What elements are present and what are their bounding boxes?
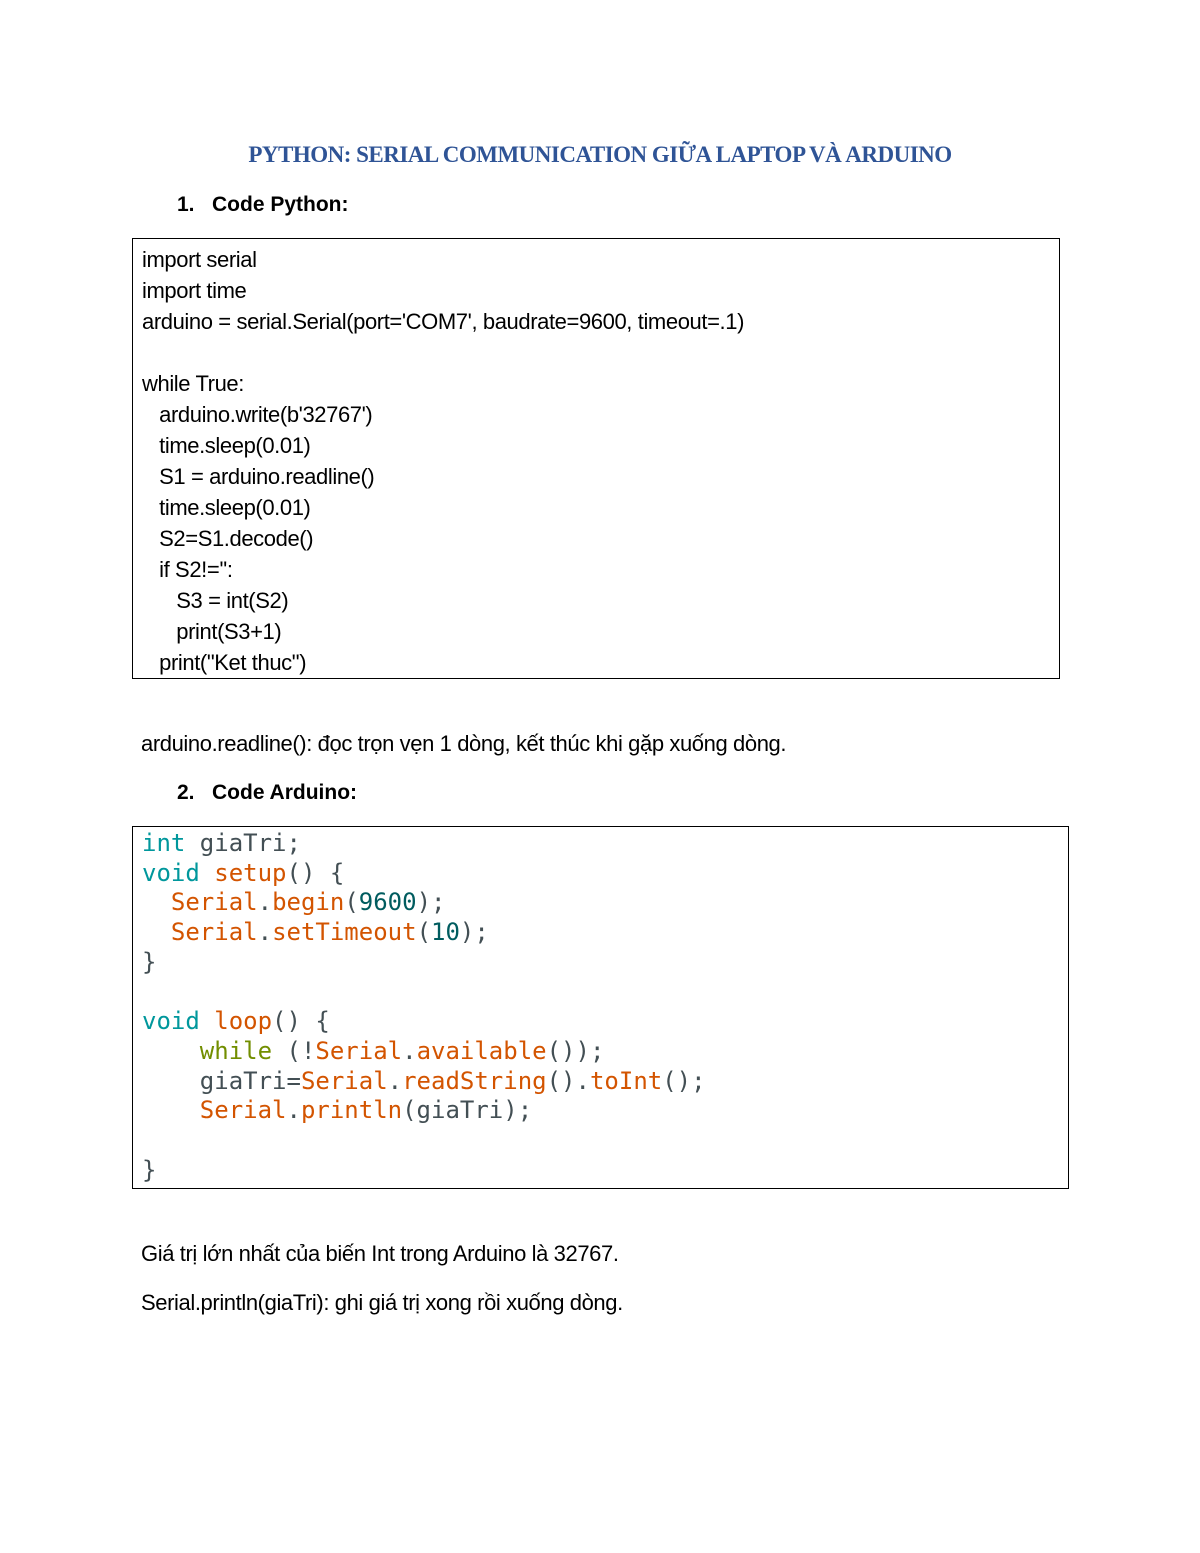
code-line: void setup() { bbox=[142, 859, 1068, 889]
code-token: ( bbox=[344, 888, 359, 917]
code-line: void loop() { bbox=[142, 1007, 1068, 1037]
code-token: readString bbox=[402, 1066, 547, 1095]
code-token: void bbox=[142, 1007, 200, 1036]
code-token: loop bbox=[214, 1007, 273, 1036]
code-line: int giaTri; bbox=[142, 829, 1068, 859]
section-heading-python: 1. Code Python: bbox=[177, 193, 349, 217]
code-token: setup bbox=[214, 858, 287, 887]
code-token: ()); bbox=[546, 1036, 605, 1065]
code-line: while (!Serial.available()); bbox=[142, 1037, 1068, 1067]
code-token: while bbox=[199, 1036, 273, 1065]
code-line: giaTri=Serial.readString().toInt(); bbox=[142, 1067, 1068, 1097]
code-token: (); bbox=[662, 1066, 706, 1095]
code-token: ( bbox=[416, 918, 432, 947]
code-line: arduino = serial.Serial(port='COM7', bau… bbox=[142, 309, 744, 334]
code-token: toInt bbox=[589, 1066, 663, 1095]
code-token: } bbox=[142, 947, 157, 976]
code-token: setTimeout bbox=[272, 918, 417, 947]
code-token: . bbox=[286, 1096, 301, 1125]
code-token: . bbox=[387, 1066, 403, 1095]
code-token: . bbox=[257, 888, 273, 917]
code-line: time.sleep(0.01) bbox=[142, 433, 311, 458]
code-line: while True: bbox=[142, 371, 244, 396]
code-token: Serial bbox=[300, 1066, 388, 1095]
document-title: PYTHON: SERIAL COMMUNICATION GIỮA LAPTOP… bbox=[248, 142, 952, 167]
code-line: print("Ket thuc") bbox=[142, 650, 307, 675]
section-label: Code Python: bbox=[212, 193, 349, 216]
code-token bbox=[142, 888, 171, 916]
section-heading-arduino: 2. Code Arduino: bbox=[177, 781, 357, 805]
code-token: ); bbox=[416, 888, 446, 917]
code-line bbox=[142, 1126, 1068, 1156]
section-number: 2. bbox=[177, 781, 195, 804]
section-label: Code Arduino: bbox=[212, 781, 358, 804]
code-token: void bbox=[142, 858, 200, 887]
code-line: if S2!='': bbox=[142, 557, 233, 582]
code-token: . bbox=[257, 918, 273, 947]
code-token: (! bbox=[272, 1036, 316, 1065]
code-line: print(S3+1) bbox=[142, 619, 282, 644]
code-line: Serial.begin(9600); bbox=[142, 888, 1068, 918]
code-token: println bbox=[300, 1096, 403, 1125]
code-token bbox=[200, 859, 214, 887]
code-token: giaTri; bbox=[185, 829, 301, 857]
code-token bbox=[142, 918, 171, 946]
int-max-note: Giá trị lớn nhất của biến Int trong Ardu… bbox=[141, 1241, 619, 1266]
code-token: (giaTri); bbox=[402, 1096, 533, 1125]
arduino-code-box: int giaTri;void setup() { Serial.begin(9… bbox=[132, 826, 1069, 1189]
code-token: 9600 bbox=[358, 888, 417, 917]
code-token bbox=[142, 1096, 200, 1124]
code-token: ); bbox=[459, 918, 489, 947]
code-token: . bbox=[402, 1036, 417, 1065]
code-line: import time bbox=[142, 278, 247, 303]
code-line: } bbox=[142, 1156, 1068, 1186]
code-token: Serial bbox=[199, 1096, 287, 1125]
code-line bbox=[142, 337, 1059, 368]
code-token bbox=[200, 1007, 214, 1035]
code-line: } bbox=[142, 948, 1068, 978]
code-line: S3 = int(S2) bbox=[142, 588, 289, 613]
readline-note: arduino.readline(): đọc trọn vẹn 1 dòng,… bbox=[141, 731, 787, 756]
println-note: Serial.println(giaTri): ghi giá trị xong… bbox=[141, 1290, 623, 1315]
code-line: S2=S1.decode() bbox=[142, 526, 314, 551]
code-token bbox=[142, 1037, 200, 1065]
code-token: Serial bbox=[315, 1036, 403, 1065]
code-token: 10 bbox=[431, 918, 460, 947]
section-number: 1. bbox=[177, 193, 195, 216]
code-token: () { bbox=[286, 858, 345, 887]
code-line: time.sleep(0.01) bbox=[142, 495, 311, 520]
code-token: Serial bbox=[170, 918, 258, 947]
code-token: Serial bbox=[170, 888, 258, 917]
code-token: () { bbox=[272, 1007, 330, 1036]
code-token: giaTri= bbox=[142, 1066, 301, 1095]
code-line: Serial.println(giaTri); bbox=[142, 1096, 1068, 1126]
code-line: import serial bbox=[142, 247, 257, 272]
code-line: arduino.write(b'32767') bbox=[142, 402, 373, 427]
code-token: int bbox=[142, 829, 186, 857]
code-line bbox=[142, 977, 1068, 1007]
python-code-box: import serial import time arduino = serial… bbox=[132, 238, 1060, 679]
code-line: S1 = arduino.readline() bbox=[142, 464, 375, 489]
code-token: } bbox=[142, 1155, 157, 1184]
code-token: begin bbox=[272, 888, 345, 917]
code-token: (). bbox=[546, 1066, 590, 1095]
code-token: available bbox=[416, 1036, 547, 1065]
code-line: Serial.setTimeout(10); bbox=[142, 918, 1068, 948]
